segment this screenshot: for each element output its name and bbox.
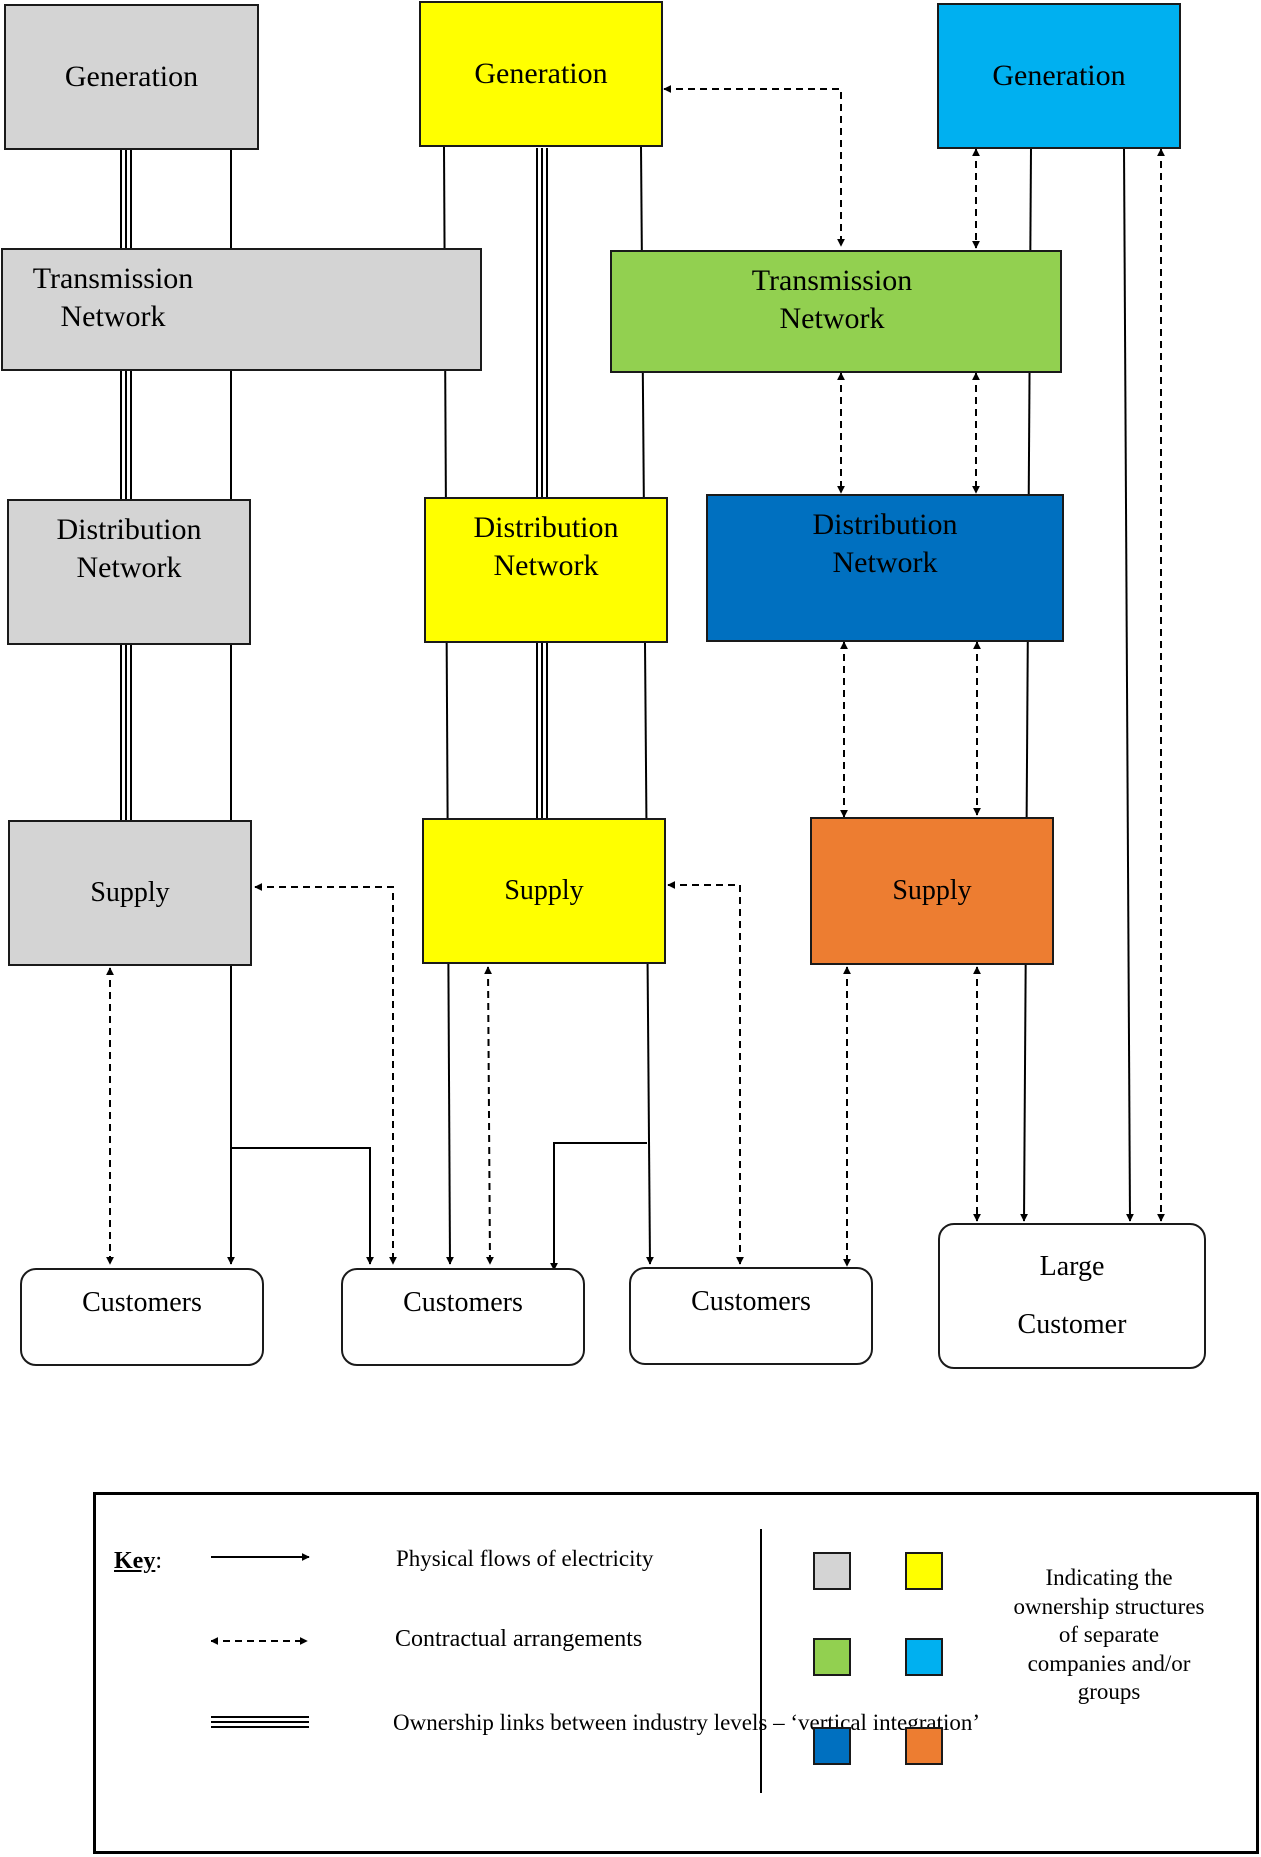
orange-supply-box: Supply bbox=[810, 817, 1054, 965]
ownership-note-line-5: companies and/or bbox=[1027, 1650, 1191, 1676]
swatch-light-blue bbox=[905, 1638, 943, 1676]
contract-yellow-supply-customers bbox=[484, 966, 494, 1265]
legend-ownership-line-1: Ownership links between industry bbox=[393, 1710, 708, 1735]
large-customer-box: Large Customer bbox=[938, 1223, 1206, 1369]
swatch-orange bbox=[905, 1727, 943, 1765]
ownership-note-line-4: separate bbox=[1083, 1622, 1160, 1647]
darkblue-distribution-label-2: Network bbox=[832, 546, 938, 579]
contract-yellow-gen-green-trans bbox=[663, 85, 845, 247]
swatch-grey bbox=[813, 1552, 851, 1590]
large-customer-label-2: Customer bbox=[1017, 1309, 1127, 1340]
yellow-distribution-label-1: Distribution bbox=[473, 511, 619, 544]
contract-grey-supply-yellow-customers bbox=[254, 883, 397, 1265]
grey-supply-label: Supply bbox=[90, 877, 170, 908]
swatch-yellow bbox=[905, 1552, 943, 1590]
legend-ownership-note: Indicating the ownership structures of s… bbox=[1013, 1564, 1205, 1707]
yellow-distribution-label-2: Network bbox=[493, 549, 599, 582]
ownership-note-line-6: groups bbox=[1077, 1679, 1141, 1704]
ownership-note-line-1: Indicating the bbox=[1045, 1565, 1173, 1590]
green-transmission-box: Transmission Network bbox=[610, 250, 1062, 373]
legend-divider bbox=[760, 1529, 762, 1793]
contract-yellow-supply-third-customers bbox=[667, 881, 744, 1265]
darkblue-distribution-box: Distribution Network bbox=[706, 494, 1064, 642]
swatch-dark-blue bbox=[813, 1727, 851, 1765]
flow-grey-gen-to-yellow-customers bbox=[231, 1147, 374, 1265]
grey-generation-box: Generation bbox=[4, 4, 259, 150]
customers-box-2: Customers bbox=[341, 1268, 585, 1366]
contractual-arrangements bbox=[106, 85, 1165, 1267]
grey-distribution-label-2: Network bbox=[76, 551, 182, 584]
legend-title: Key: bbox=[114, 1547, 162, 1575]
grey-transmission-box: Transmission Network bbox=[1, 248, 482, 371]
ownership-note-line-2: ownership bbox=[1013, 1593, 1110, 1619]
legend: Key: Physical flows of electricity Contr… bbox=[93, 1492, 1259, 1854]
ownership-links-yellow bbox=[536, 148, 548, 818]
customers-label-3: Customers bbox=[691, 1286, 811, 1317]
legend-line-samples bbox=[211, 1553, 310, 1728]
orange-supply-label: Supply bbox=[892, 875, 972, 906]
ownership-note-line-3: structures of bbox=[1058, 1593, 1205, 1648]
yellow-supply-box: Supply bbox=[422, 818, 666, 964]
yellow-generation-label: Generation bbox=[474, 57, 608, 90]
swatch-green bbox=[813, 1638, 851, 1676]
flow-yellow-gen-to-customers bbox=[550, 1142, 647, 1271]
blue-generation-box: Generation bbox=[937, 3, 1181, 149]
legend-ownership-text: Ownership links between industry levels … bbox=[393, 1709, 980, 1737]
legend-title-suffix: : bbox=[155, 1548, 162, 1574]
blue-generation-label: Generation bbox=[992, 59, 1126, 92]
legend-physical-text: Physical flows of electricity bbox=[396, 1546, 654, 1571]
green-transmission-label-2: Network bbox=[779, 302, 885, 335]
customers-box-1: Customers bbox=[20, 1268, 264, 1366]
yellow-generation-box: Generation bbox=[419, 1, 663, 147]
darkblue-distribution-label-1: Distribution bbox=[812, 508, 958, 541]
customers-label-1: Customers bbox=[82, 1287, 202, 1318]
grey-transmission-label-1: Transmission bbox=[32, 262, 194, 295]
large-customer-label-1: Large bbox=[1039, 1251, 1105, 1282]
legend-ownership-lines bbox=[211, 1716, 309, 1728]
flow-blue-gen-right bbox=[1123, 147, 1134, 1222]
grey-generation-label: Generation bbox=[64, 60, 199, 93]
grey-distribution-label-1: Distribution bbox=[56, 513, 202, 546]
grey-distribution-box: Distribution Network bbox=[7, 499, 251, 645]
legend-contractual-text: Contractual arrangements bbox=[395, 1626, 643, 1652]
green-transmission-label-1: Transmission bbox=[751, 264, 913, 297]
grey-supply-box: Supply bbox=[8, 820, 252, 966]
yellow-supply-label: Supply bbox=[504, 875, 584, 906]
legend-title-text: Key bbox=[114, 1548, 156, 1574]
yellow-distribution-box: Distribution Network bbox=[424, 497, 668, 643]
customers-label-2: Customers bbox=[403, 1287, 523, 1318]
customers-box-3: Customers bbox=[629, 1267, 873, 1365]
grey-transmission-label-2: Network bbox=[60, 300, 166, 333]
